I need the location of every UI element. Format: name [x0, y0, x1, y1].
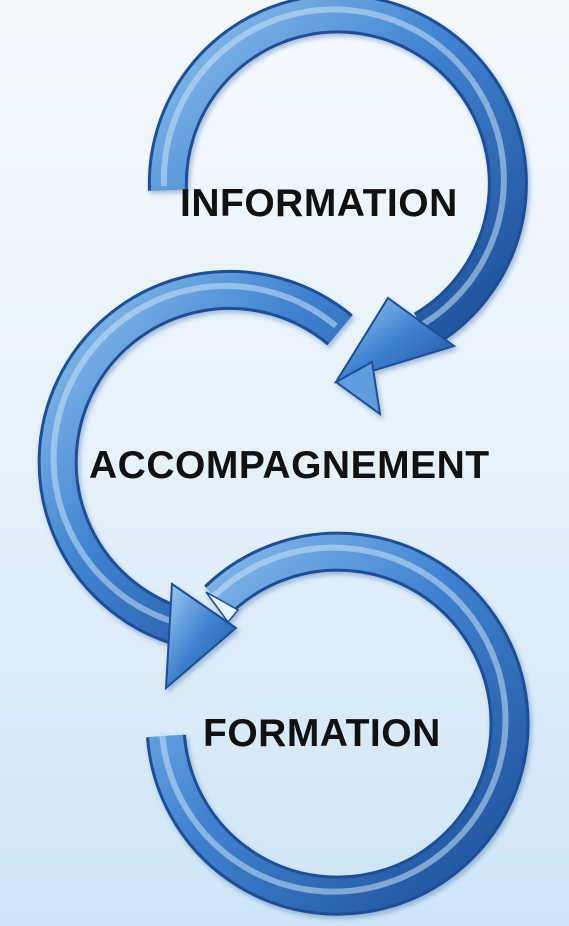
step-label-information: INFORMATION — [180, 182, 458, 225]
arrow-information — [147, 0, 528, 417]
step-label-formation: FORMATION — [203, 712, 441, 755]
arrow-accompagnement — [37, 269, 353, 691]
arrow-formation — [146, 531, 530, 916]
step-label-accompagnement: ACCOMPAGNEMENT — [89, 444, 490, 487]
